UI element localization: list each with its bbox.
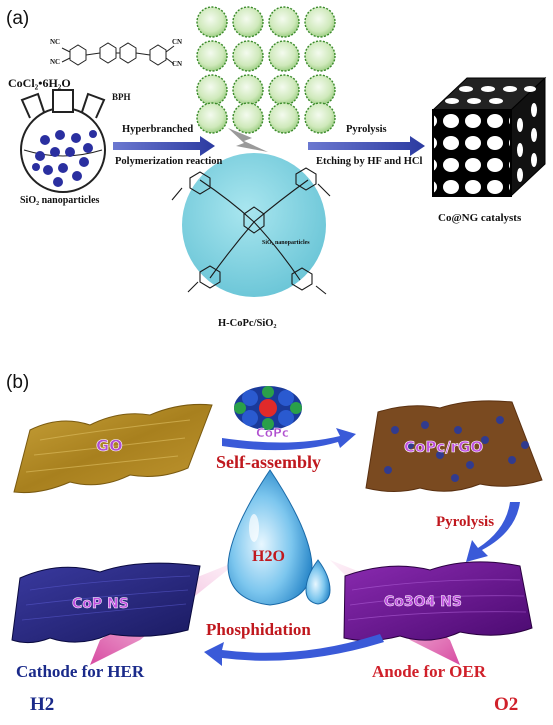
o2-label: O2: [494, 694, 519, 715]
go-label: GO: [96, 436, 123, 456]
cn-label-3: CN: [172, 38, 183, 46]
polymer-network: [171, 167, 331, 295]
arrow-pyrolysis-b: [466, 502, 520, 562]
water-label: H2O: [252, 548, 285, 565]
phosphidation-label: Phosphidation: [206, 620, 311, 639]
copc-rgo-sheet: [365, 400, 543, 492]
pyrolysis-label: Pyrolysis: [436, 514, 495, 530]
bolt-connector: [228, 128, 268, 152]
anode-label: Anode for OER: [372, 662, 486, 681]
intermediate-label: H-CoPc/SiO₂: [218, 318, 277, 329]
product-label: Co@NG catalysts: [438, 212, 522, 224]
water-drop: [227, 469, 313, 606]
arrow-polymerization: [113, 136, 215, 156]
rgo-particles: [384, 416, 529, 482]
panel-a-label: (a): [6, 8, 30, 29]
sphere-inner-label: SiO₂ nanoparticles: [262, 240, 310, 246]
cop-sheet: [11, 562, 201, 644]
flask-nanoparticles: [32, 130, 97, 187]
panel-b-label: (b): [6, 372, 30, 393]
arrow-phosphidation: [204, 634, 384, 666]
substrate-label: SiO₂ nanoparticles: [20, 195, 100, 206]
arrow-pyrolysis: [308, 136, 425, 156]
copc-rgo-label: CoPc/rGO: [404, 438, 484, 457]
self-assembly-label: Self-assembly: [216, 452, 321, 472]
arrow-self-assembly: [222, 428, 356, 451]
step2-line1: Pyrolysis: [346, 124, 387, 135]
cn-label-1: NC: [50, 38, 61, 46]
copc-label: CoPc: [256, 426, 289, 441]
co3o4-sheet: [343, 561, 533, 642]
cop-label: CoP NS: [72, 596, 129, 613]
cn-label-4: CN: [172, 60, 183, 68]
cn-label-2: NC: [50, 58, 61, 66]
go-sheet: [13, 403, 213, 493]
step1-line2: Polymerization reaction: [115, 156, 223, 167]
porous-cube: [431, 76, 547, 198]
hcopc-sphere: [182, 153, 326, 297]
reagent-metal-label: CoCl₂•6H₂O: [8, 76, 71, 90]
silica-sphere-array: [196, 6, 336, 134]
step1-line1: Hyperbranched: [122, 124, 194, 135]
reaction-flask: [20, 89, 106, 193]
monomer-structure: [61, 42, 175, 66]
copc-molecule: [234, 386, 302, 430]
step2-line2: Etching by HF and HCl: [316, 156, 423, 167]
h2-label: H2: [30, 694, 55, 715]
co3o4-label: Co3O4 NS: [384, 594, 462, 611]
cathode-label: Cathode for HER: [16, 662, 145, 681]
reagent-bph-label: BPH: [112, 92, 131, 102]
